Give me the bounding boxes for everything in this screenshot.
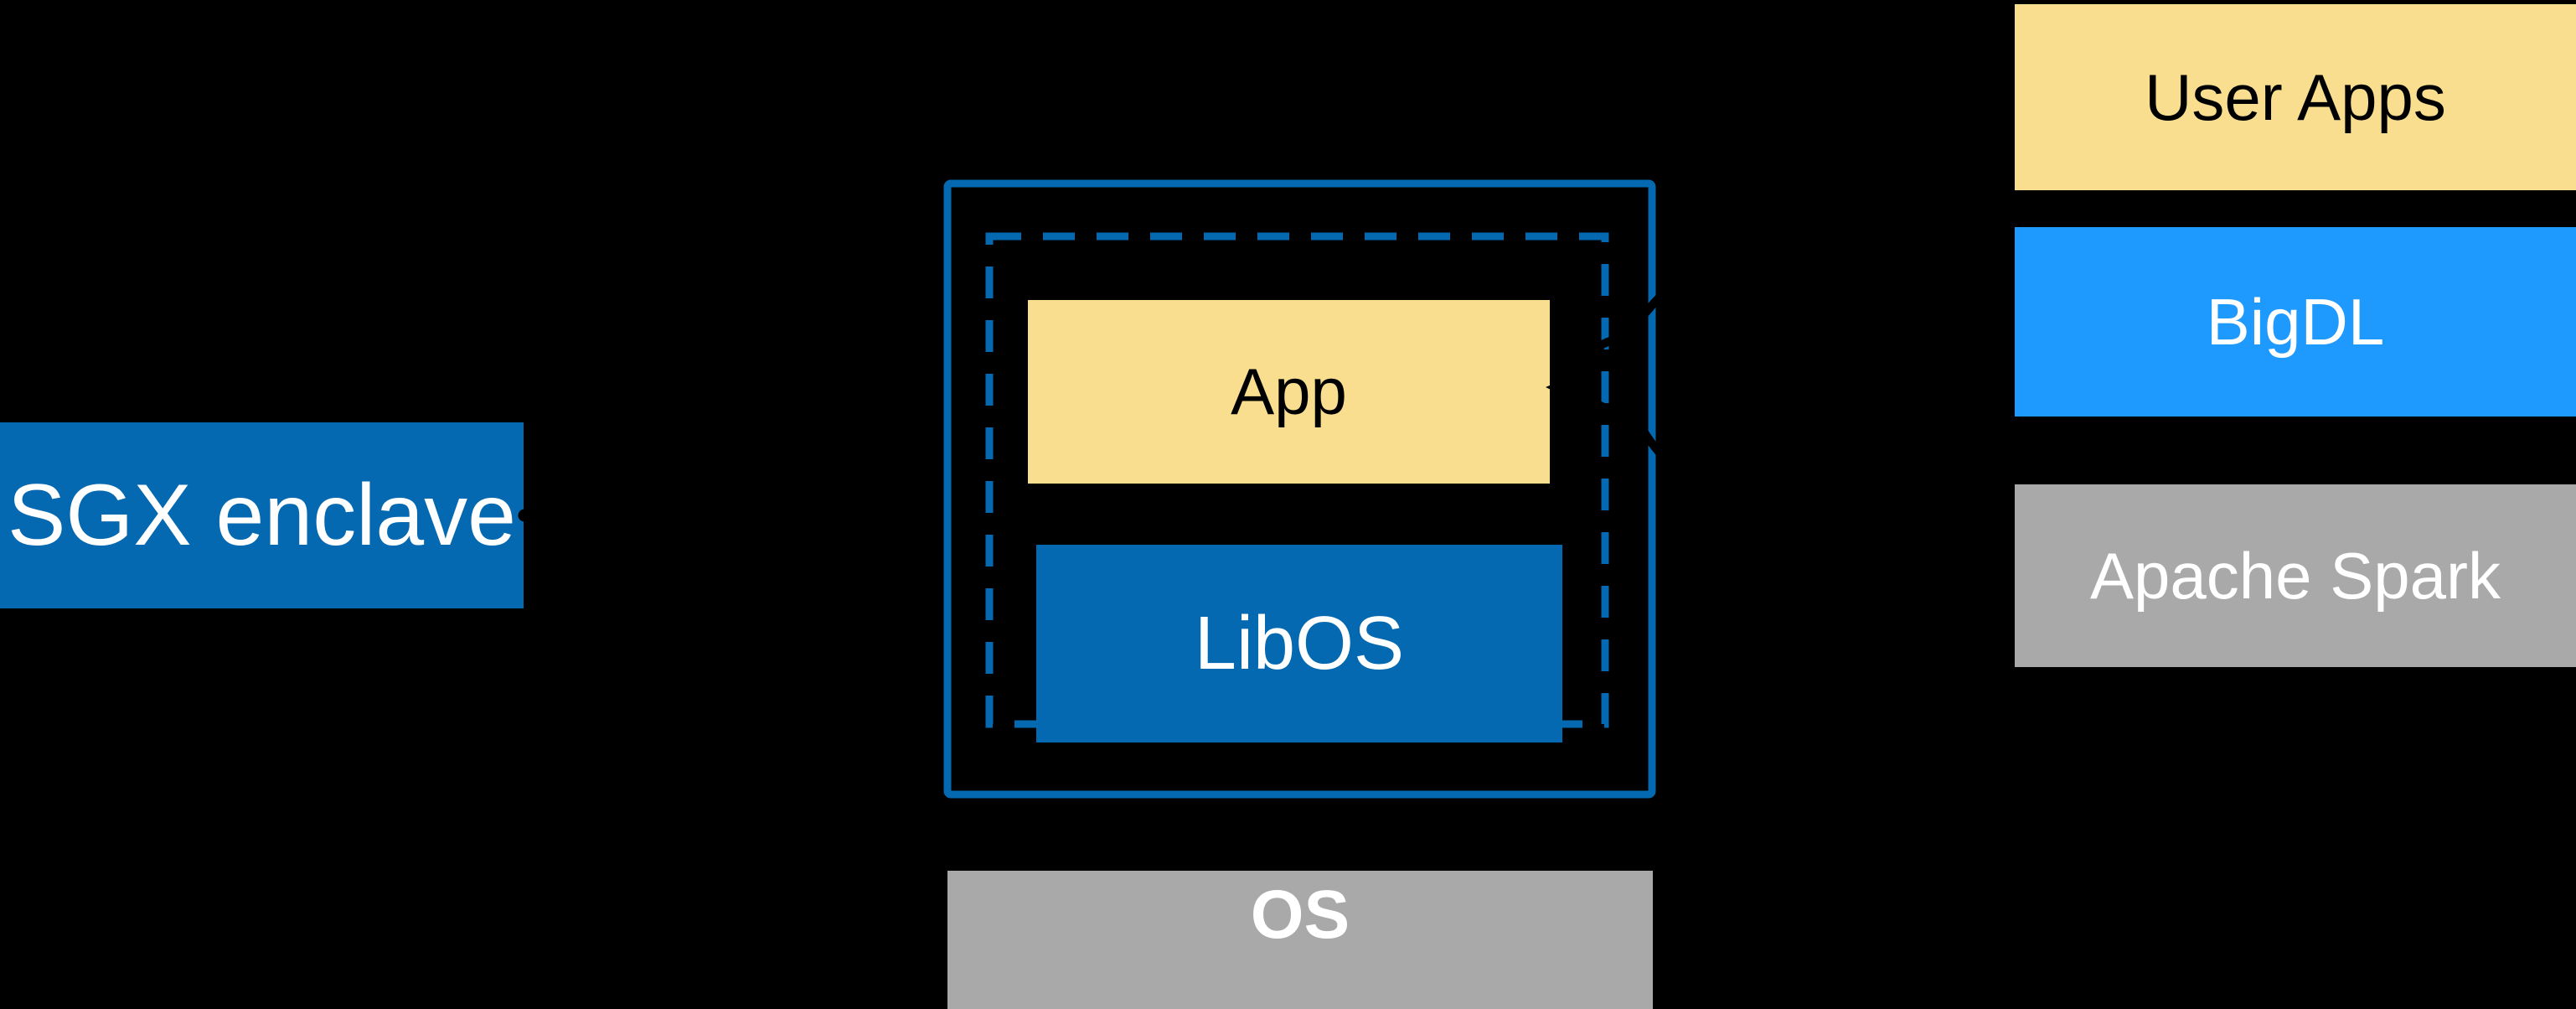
arrow-to-enclave-border — [1592, 193, 2009, 352]
user-apps-box: User Apps — [2015, 4, 2576, 190]
os-label: OS — [1250, 876, 1350, 953]
apache-spark-box: Apache Spark — [2015, 484, 2576, 667]
libos-label: LibOS — [1194, 601, 1405, 686]
user-apps-label: User Apps — [2145, 60, 2446, 134]
libos-box: LibOS — [1036, 545, 1562, 743]
sgx-pointer-arrowhead — [919, 504, 939, 527]
app-label: App — [1231, 354, 1347, 428]
apache-spark-label: Apache Spark — [2090, 538, 2501, 613]
app-box: App — [1028, 300, 1550, 484]
bigdl-label: BigDL — [2206, 284, 2385, 359]
os-box: OS — [947, 871, 1653, 1009]
arrow-to-app — [1569, 385, 2011, 582]
sgx-enclave-label: SGX enclave — [8, 466, 516, 564]
arrow-to-enclave-border-head — [1584, 338, 1606, 362]
sgx-enclave-box: SGX enclave — [0, 422, 524, 608]
bigdl-box: BigDL — [2015, 227, 2576, 417]
